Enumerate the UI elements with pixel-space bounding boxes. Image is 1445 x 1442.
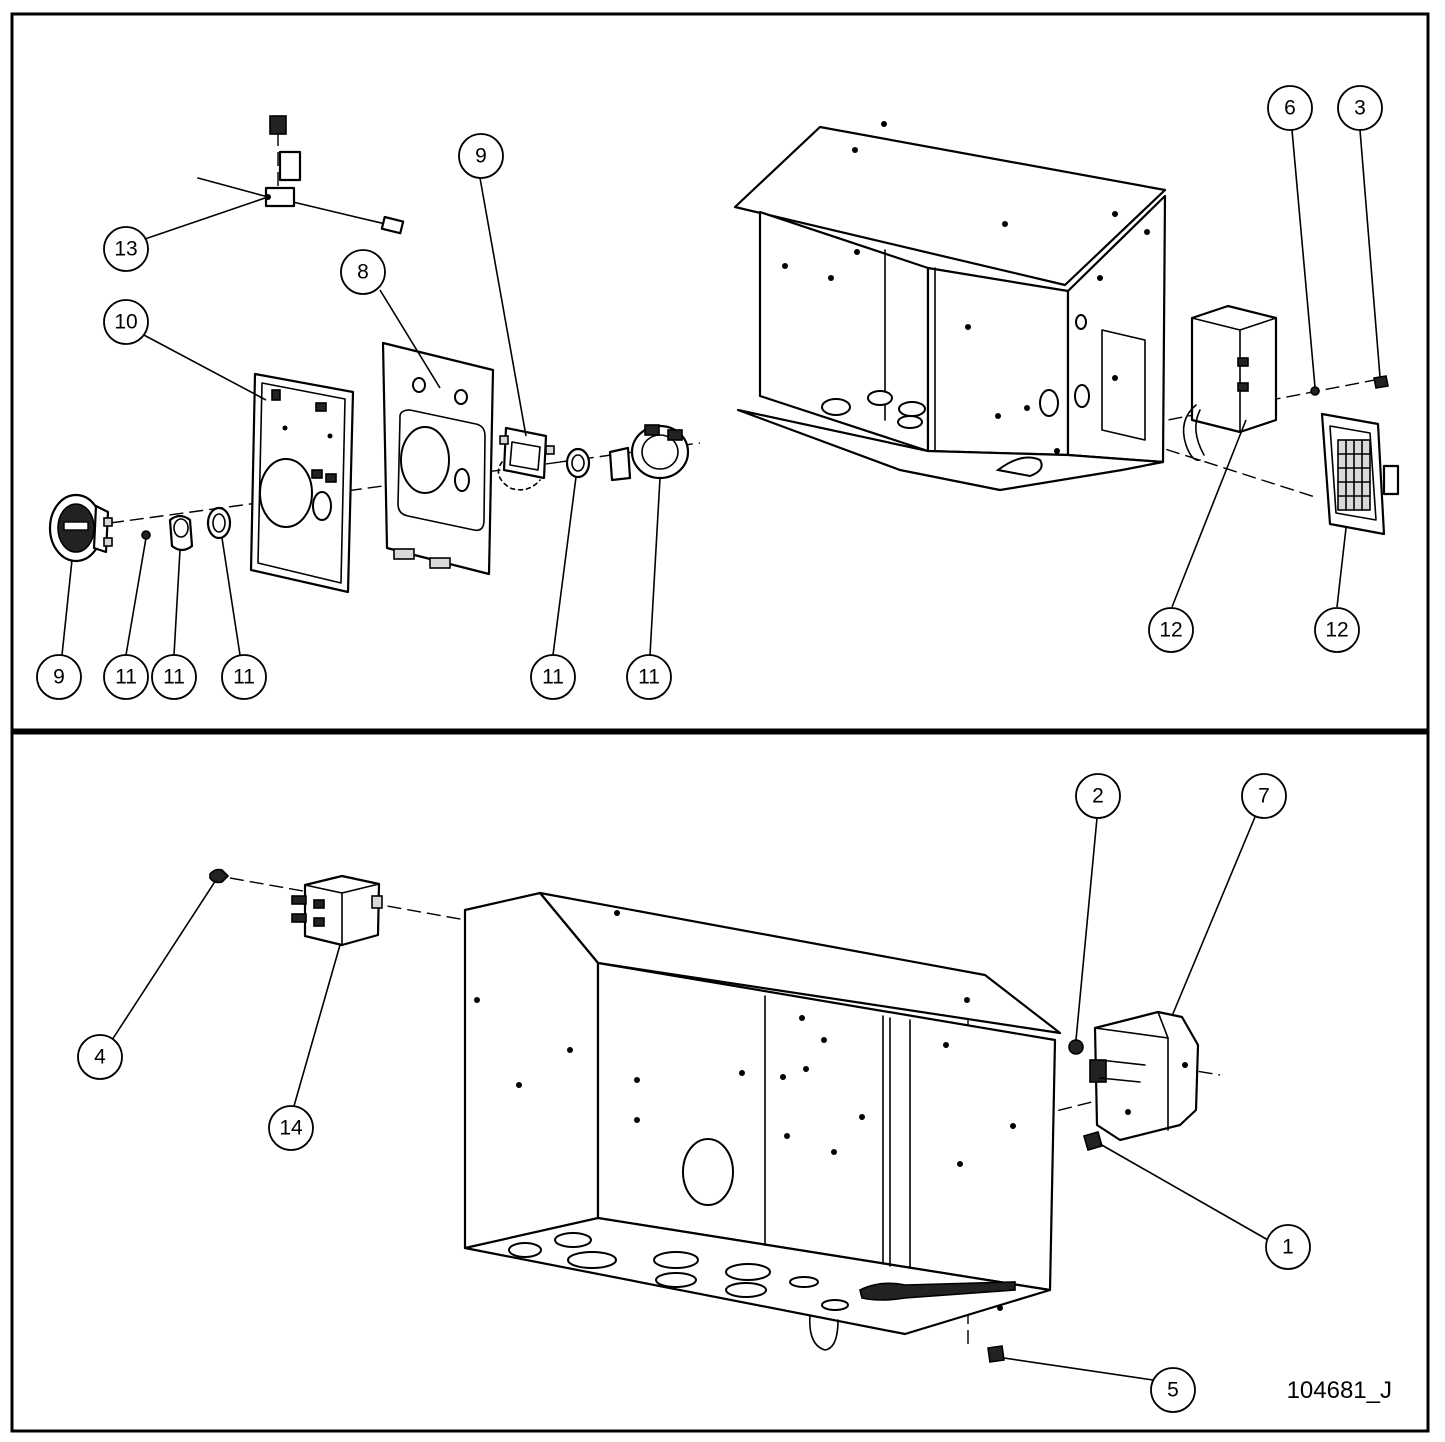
callout-9-lower: 9	[36, 654, 82, 700]
callout-8: 8	[340, 249, 386, 295]
mounting-screw-part	[209, 868, 230, 884]
callout-3-label: 3	[1354, 97, 1366, 120]
bottom-panel-leaders	[111, 816, 1269, 1381]
screw-part	[1373, 375, 1389, 389]
callout-13-label: 13	[114, 238, 137, 261]
callout-9-upper-label: 9	[475, 145, 487, 168]
callout-3: 3	[1337, 85, 1383, 131]
junction-box-part	[1089, 1010, 1200, 1142]
callout-6-label: 6	[1284, 97, 1296, 120]
terminal-block-part	[1320, 412, 1400, 536]
callout-12-right: 12	[1314, 607, 1360, 653]
callout-10-label: 10	[114, 311, 137, 334]
bottom-nut-part	[987, 1345, 1005, 1363]
lock-nut-part	[1068, 1039, 1084, 1055]
top-enclosure-part	[733, 121, 1167, 492]
callout-11-a: 11	[103, 654, 149, 700]
callout-2: 2	[1075, 773, 1121, 819]
callout-11-d: 11	[530, 654, 576, 700]
callout-7-label: 7	[1258, 785, 1270, 808]
callout-1: 1	[1265, 1224, 1311, 1270]
bottom-enclosure-part	[463, 891, 1062, 1351]
callout-7: 7	[1241, 773, 1287, 819]
bottom-panel-frame	[10, 731, 1430, 1433]
callout-11-e-label: 11	[638, 666, 660, 689]
top-panel-leaders	[61, 129, 1381, 656]
terminal-grid	[1337, 439, 1371, 511]
callout-9-lower-label: 9	[53, 666, 65, 689]
hardware-set-part	[141, 424, 690, 552]
callout-6: 6	[1267, 85, 1313, 131]
callout-12-left-label: 12	[1159, 619, 1182, 642]
callout-5: 5	[1150, 1367, 1196, 1413]
callout-4: 4	[77, 1034, 123, 1080]
callout-14-label: 14	[279, 1117, 303, 1140]
callout-11-e: 11	[626, 654, 672, 700]
callout-12-left: 12	[1148, 607, 1194, 653]
callout-13: 13	[103, 226, 149, 272]
control-knob-part	[48, 493, 113, 563]
callout-14: 14	[268, 1105, 314, 1151]
callout-11-b-label: 11	[163, 666, 185, 689]
top-panel-frame	[10, 12, 1430, 732]
box-screw-part	[1083, 1131, 1103, 1151]
callout-4-label: 4	[94, 1046, 106, 1069]
switch-bracket-part	[497, 426, 555, 491]
callout-5-label: 5	[1167, 1379, 1179, 1402]
gasket-part	[249, 372, 355, 594]
wire-harness-part	[197, 115, 405, 235]
callout-9-upper: 9	[458, 133, 504, 179]
callout-8-label: 8	[357, 261, 369, 284]
relay-part	[291, 874, 383, 947]
callout-11-c-label: 11	[233, 666, 255, 689]
drawing-number: 104681_J	[1287, 1377, 1392, 1404]
callout-2-label: 2	[1092, 785, 1104, 808]
callout-11-d-label: 11	[542, 666, 564, 689]
callout-10: 10	[103, 299, 149, 345]
transformer-part	[1182, 304, 1278, 461]
callout-12-right-label: 12	[1325, 619, 1348, 642]
faceplate-part	[381, 341, 495, 576]
callout-11-c: 11	[221, 654, 267, 700]
washer-part	[1310, 386, 1320, 396]
callout-1-label: 1	[1282, 1236, 1294, 1259]
callout-11-a-label: 11	[115, 666, 137, 689]
callout-11-b: 11	[151, 654, 197, 700]
